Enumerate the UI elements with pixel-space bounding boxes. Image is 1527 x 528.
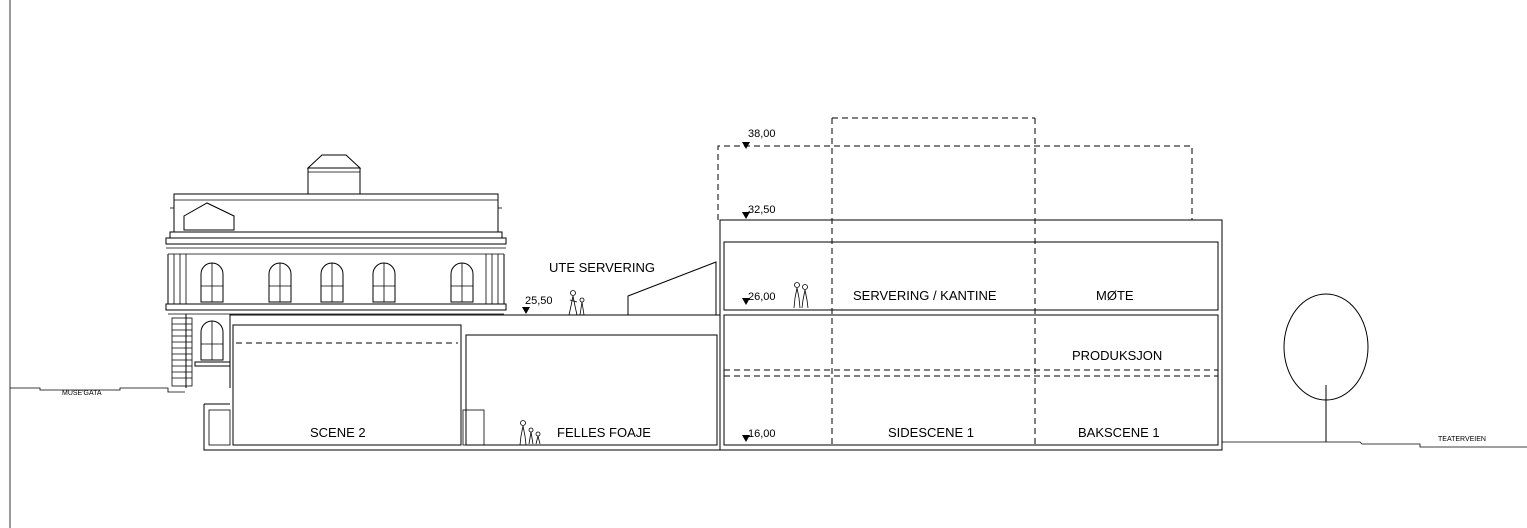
level-1600: 16,00 [748, 428, 776, 440]
room-bakscene-1: BAKSCENE 1 [1078, 425, 1160, 440]
ground-left [10, 387, 185, 393]
level-2550: 25,50 [525, 295, 553, 307]
window [268, 262, 292, 303]
level-marker-2600 [742, 298, 750, 305]
window [320, 262, 344, 303]
arched-windows [200, 262, 474, 361]
window [200, 320, 224, 361]
level-marker-1600 [742, 435, 750, 442]
level-markers [522, 142, 750, 442]
room-servering-kantine: SERVERING / KANTINE [853, 288, 997, 303]
level-3250: 32,50 [748, 204, 776, 216]
people-figures [519, 282, 809, 446]
historic-building [165, 154, 507, 388]
level-2600: 26,00 [748, 291, 776, 303]
room-produksjon: PRODUKSJON [1072, 348, 1162, 363]
level-3800: 38,00 [748, 128, 776, 140]
window [450, 262, 474, 303]
level-marker-3800 [742, 142, 750, 149]
room-sidescene-1: SIDESCENE 1 [888, 425, 974, 440]
level-marker-3250 [742, 212, 750, 219]
room-scene-2: SCENE 2 [310, 425, 366, 440]
ground-right [1222, 441, 1527, 448]
street-label-right: TEATERVEIEN [1438, 436, 1486, 443]
level-marker-2550 [522, 307, 530, 314]
room-felles-foaje: FELLES FOAJE [557, 425, 651, 440]
room-mote: MØTE [1096, 288, 1134, 303]
tree [1283, 293, 1369, 442]
window [200, 262, 224, 303]
new-building-section [203, 117, 1223, 451]
room-ute-servering: UTE SERVERING [549, 260, 655, 275]
window [372, 262, 396, 303]
street-label-left: MUSE'GATA [62, 390, 102, 397]
